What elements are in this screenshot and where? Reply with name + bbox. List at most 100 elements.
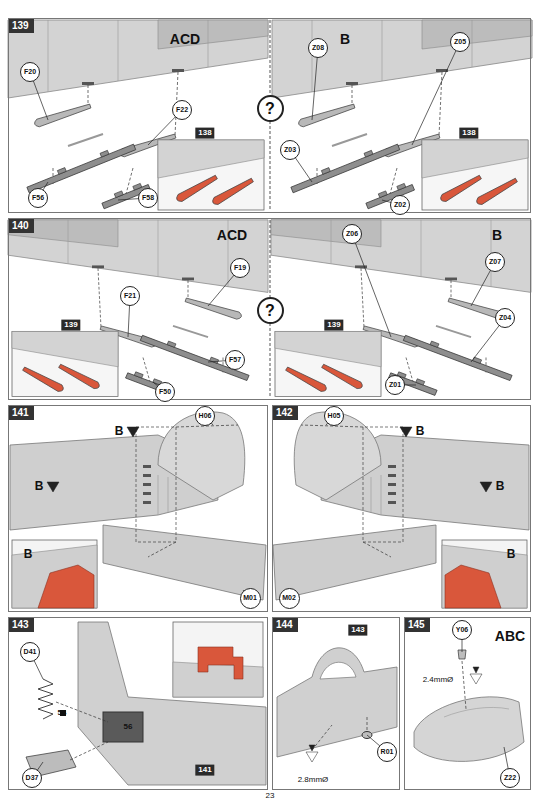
callout-text: ?: [265, 302, 275, 319]
rocket-rail: [140, 335, 249, 380]
leader-line: [412, 42, 460, 145]
attach-slot: [82, 82, 94, 85]
callout-text: Z22: [504, 774, 516, 782]
callout-text: F21: [124, 292, 136, 300]
part-callout: Z04: [495, 308, 515, 328]
drill-dimension: 2.8mmØ: [297, 776, 330, 785]
part-callout: R01: [377, 742, 397, 762]
assembly-line: [270, 220, 271, 297]
drill-symbol: [473, 667, 479, 673]
rocket-rail: [27, 144, 136, 193]
part-callout: F57: [225, 350, 245, 370]
part-callout: D37: [22, 768, 42, 788]
rail-lug: [114, 191, 123, 198]
callout-text: H06: [199, 412, 212, 420]
step-reference: 139: [324, 320, 343, 331]
pylon-fin: [211, 177, 254, 207]
step-number: 139: [9, 19, 34, 33]
callout-text: M02: [282, 594, 296, 602]
part-callout: Z05: [450, 32, 470, 52]
callout-text: Z03: [284, 146, 296, 154]
assembly-line: [98, 268, 101, 328]
wing-underside: [422, 140, 528, 178]
assembly-line: [70, 742, 108, 760]
pylon-part: [439, 174, 482, 204]
part-callout: Z02: [390, 195, 410, 215]
variant-label: B: [340, 32, 350, 47]
part-callout: Z06: [342, 224, 362, 244]
step-reference: 141: [195, 765, 214, 776]
marker-triangle: [400, 427, 412, 437]
rail-part: [25, 140, 135, 192]
wing-left: [8, 20, 268, 210]
marker-triangle: [47, 482, 59, 492]
assembly-line: [143, 358, 150, 382]
pylon-part: [321, 363, 364, 391]
assembly-line: [56, 702, 108, 722]
rail-lug: [378, 191, 387, 198]
pylon-part: [175, 174, 218, 204]
tailplane: [273, 525, 436, 600]
reference-number: 56: [124, 723, 133, 732]
attach-slot: [388, 501, 396, 504]
rocket-rail: [403, 335, 512, 380]
pylon-part: [285, 365, 328, 393]
attach-slot: [388, 483, 396, 486]
wing-underside: [12, 331, 118, 366]
part-callout: Y06: [452, 620, 472, 640]
attach-slot: [143, 492, 151, 495]
tail-right: [273, 412, 529, 608]
assembly-line: [390, 168, 397, 194]
panel-line: [312, 20, 472, 92]
drill-dimension: 2.4mmØ: [422, 676, 455, 685]
callout-text: F22: [176, 106, 188, 114]
part-callout: M02: [279, 588, 300, 609]
attach-slot: [388, 465, 396, 468]
callout-text: F58: [142, 194, 154, 202]
step-number: 141: [9, 406, 34, 420]
panel-line: [48, 20, 208, 92]
pylon-fin: [297, 102, 355, 128]
fuselage-section: [277, 648, 397, 762]
part-callout: F19: [230, 258, 250, 278]
part-callout: H06: [195, 406, 215, 426]
wing-underside: [272, 20, 532, 98]
opening: [320, 662, 356, 679]
pylon-part: [211, 177, 254, 207]
step-panel: 144R01: [272, 617, 400, 790]
callout-text: M01: [243, 594, 257, 602]
step-number: 144: [273, 618, 298, 632]
assembly-line: [363, 542, 391, 557]
step-number: 140: [9, 219, 34, 233]
variant-label: ABC: [495, 629, 525, 644]
page-number: 23: [266, 792, 275, 800]
part-callout: F22: [172, 100, 192, 120]
tailplane: [103, 525, 266, 600]
step-reference: 143: [348, 625, 367, 636]
marker-triangle: [480, 482, 492, 492]
attach-slot: [172, 69, 184, 72]
spring-part: [38, 679, 53, 719]
callout-text: Y06: [456, 626, 468, 634]
inset-frame: [173, 622, 263, 697]
inset-frame: [422, 140, 528, 210]
drill-symbol: [309, 745, 315, 751]
pylon-part: [33, 102, 91, 128]
pylon-part: [58, 363, 101, 391]
pylon-fin: [321, 363, 364, 391]
panel-line: [158, 475, 168, 515]
part-callout: D41: [20, 642, 40, 662]
attach-slot: [92, 265, 104, 268]
rail-lug: [134, 372, 143, 378]
panel-line: [68, 220, 228, 287]
step-reference: 138: [459, 128, 478, 139]
callout-text: F19: [234, 264, 246, 272]
attach-slot: [346, 82, 358, 85]
step-number: 142: [273, 406, 298, 420]
pylon-fin: [475, 177, 518, 207]
callout-text: F20: [24, 68, 36, 76]
callout-text: R01: [381, 748, 394, 756]
fuselage: [442, 545, 527, 608]
attach-slot: [143, 465, 151, 468]
